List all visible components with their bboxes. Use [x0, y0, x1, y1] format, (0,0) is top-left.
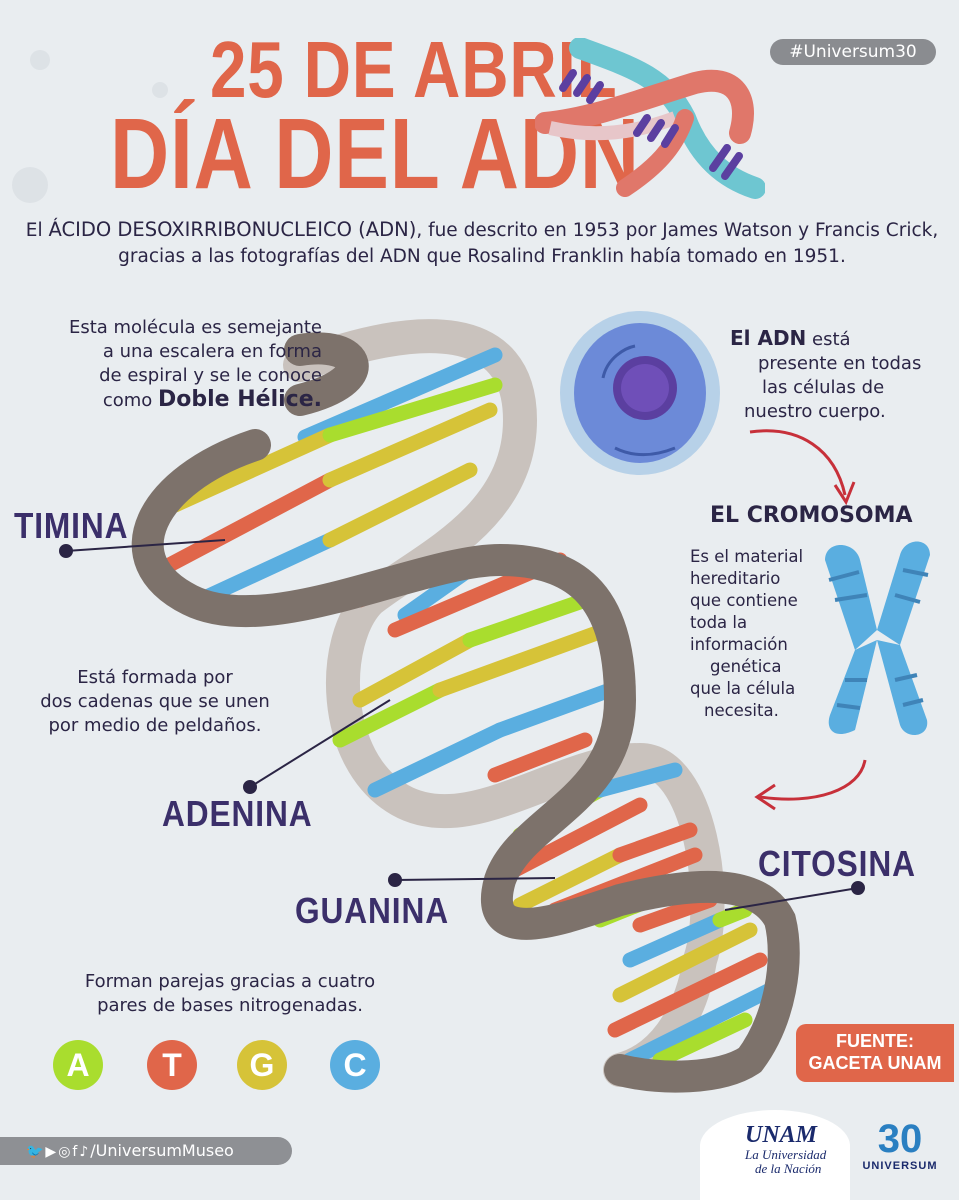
- social-handle[interactable]: /UniversumMuseo: [90, 1141, 234, 1160]
- intro-highlight: ÁCIDO DESOXIRRIBONUCLEICO (ADN): [48, 218, 417, 241]
- chromosome-icon: [825, 541, 930, 736]
- social-bar[interactable]: 🐦▶◎f♪/UniversumMuseo: [0, 1137, 292, 1165]
- chromosome-description: Es el material hereditario que contiene …: [690, 547, 804, 720]
- dna-mini-icon: [535, 38, 765, 199]
- title-date: 25 DE ABRIL: [210, 25, 618, 114]
- chains-description: Está formada por dos cadenas que se unen…: [40, 667, 270, 736]
- hashtag-badge: #Universum30: [770, 39, 936, 65]
- pairs-description: Forman parejas gracias a cuatro pares de…: [84, 971, 376, 1016]
- dna-term: El ADN: [730, 326, 807, 350]
- base-badge-g: G: [237, 1040, 287, 1090]
- intro-paragraph: El ÁCIDO DESOXIRRIBONUCLEICO (ADN), fue …: [25, 218, 939, 267]
- cell-description: El ADN está presente en todas las célula…: [730, 326, 922, 422]
- label-citosina: CITOSINA: [758, 843, 916, 884]
- background-decoration: [12, 50, 168, 203]
- universum-logo: 30 UNIVERSUM: [862, 1117, 938, 1172]
- helix-description: Esta molécula es semejante a una escaler…: [68, 317, 322, 412]
- base-badge-a: A: [53, 1040, 103, 1090]
- label-guanina: GUANINA: [295, 890, 449, 931]
- base-badge-c: C: [330, 1040, 380, 1090]
- chromosome-heading: EL CROMOSOMA: [710, 503, 913, 528]
- social-icons[interactable]: 🐦▶◎f♪: [26, 1144, 91, 1160]
- label-adenina: ADENINA: [162, 793, 313, 834]
- unam-logo-panel: [700, 1110, 850, 1200]
- source-badge: FUENTE: GACETA UNAM: [796, 1024, 954, 1082]
- unam-logo: UNAM La Universidad de la Nación: [745, 1122, 827, 1176]
- arrow-icon: [754, 759, 867, 811]
- base-pair-rungs: [152, 347, 778, 1068]
- cell-icon: [560, 311, 720, 475]
- double-helix-term: Doble Hélice.: [158, 387, 322, 412]
- label-timina: TIMINA: [14, 505, 129, 546]
- arrow-icon: [749, 429, 856, 506]
- base-badge-t: T: [147, 1040, 197, 1090]
